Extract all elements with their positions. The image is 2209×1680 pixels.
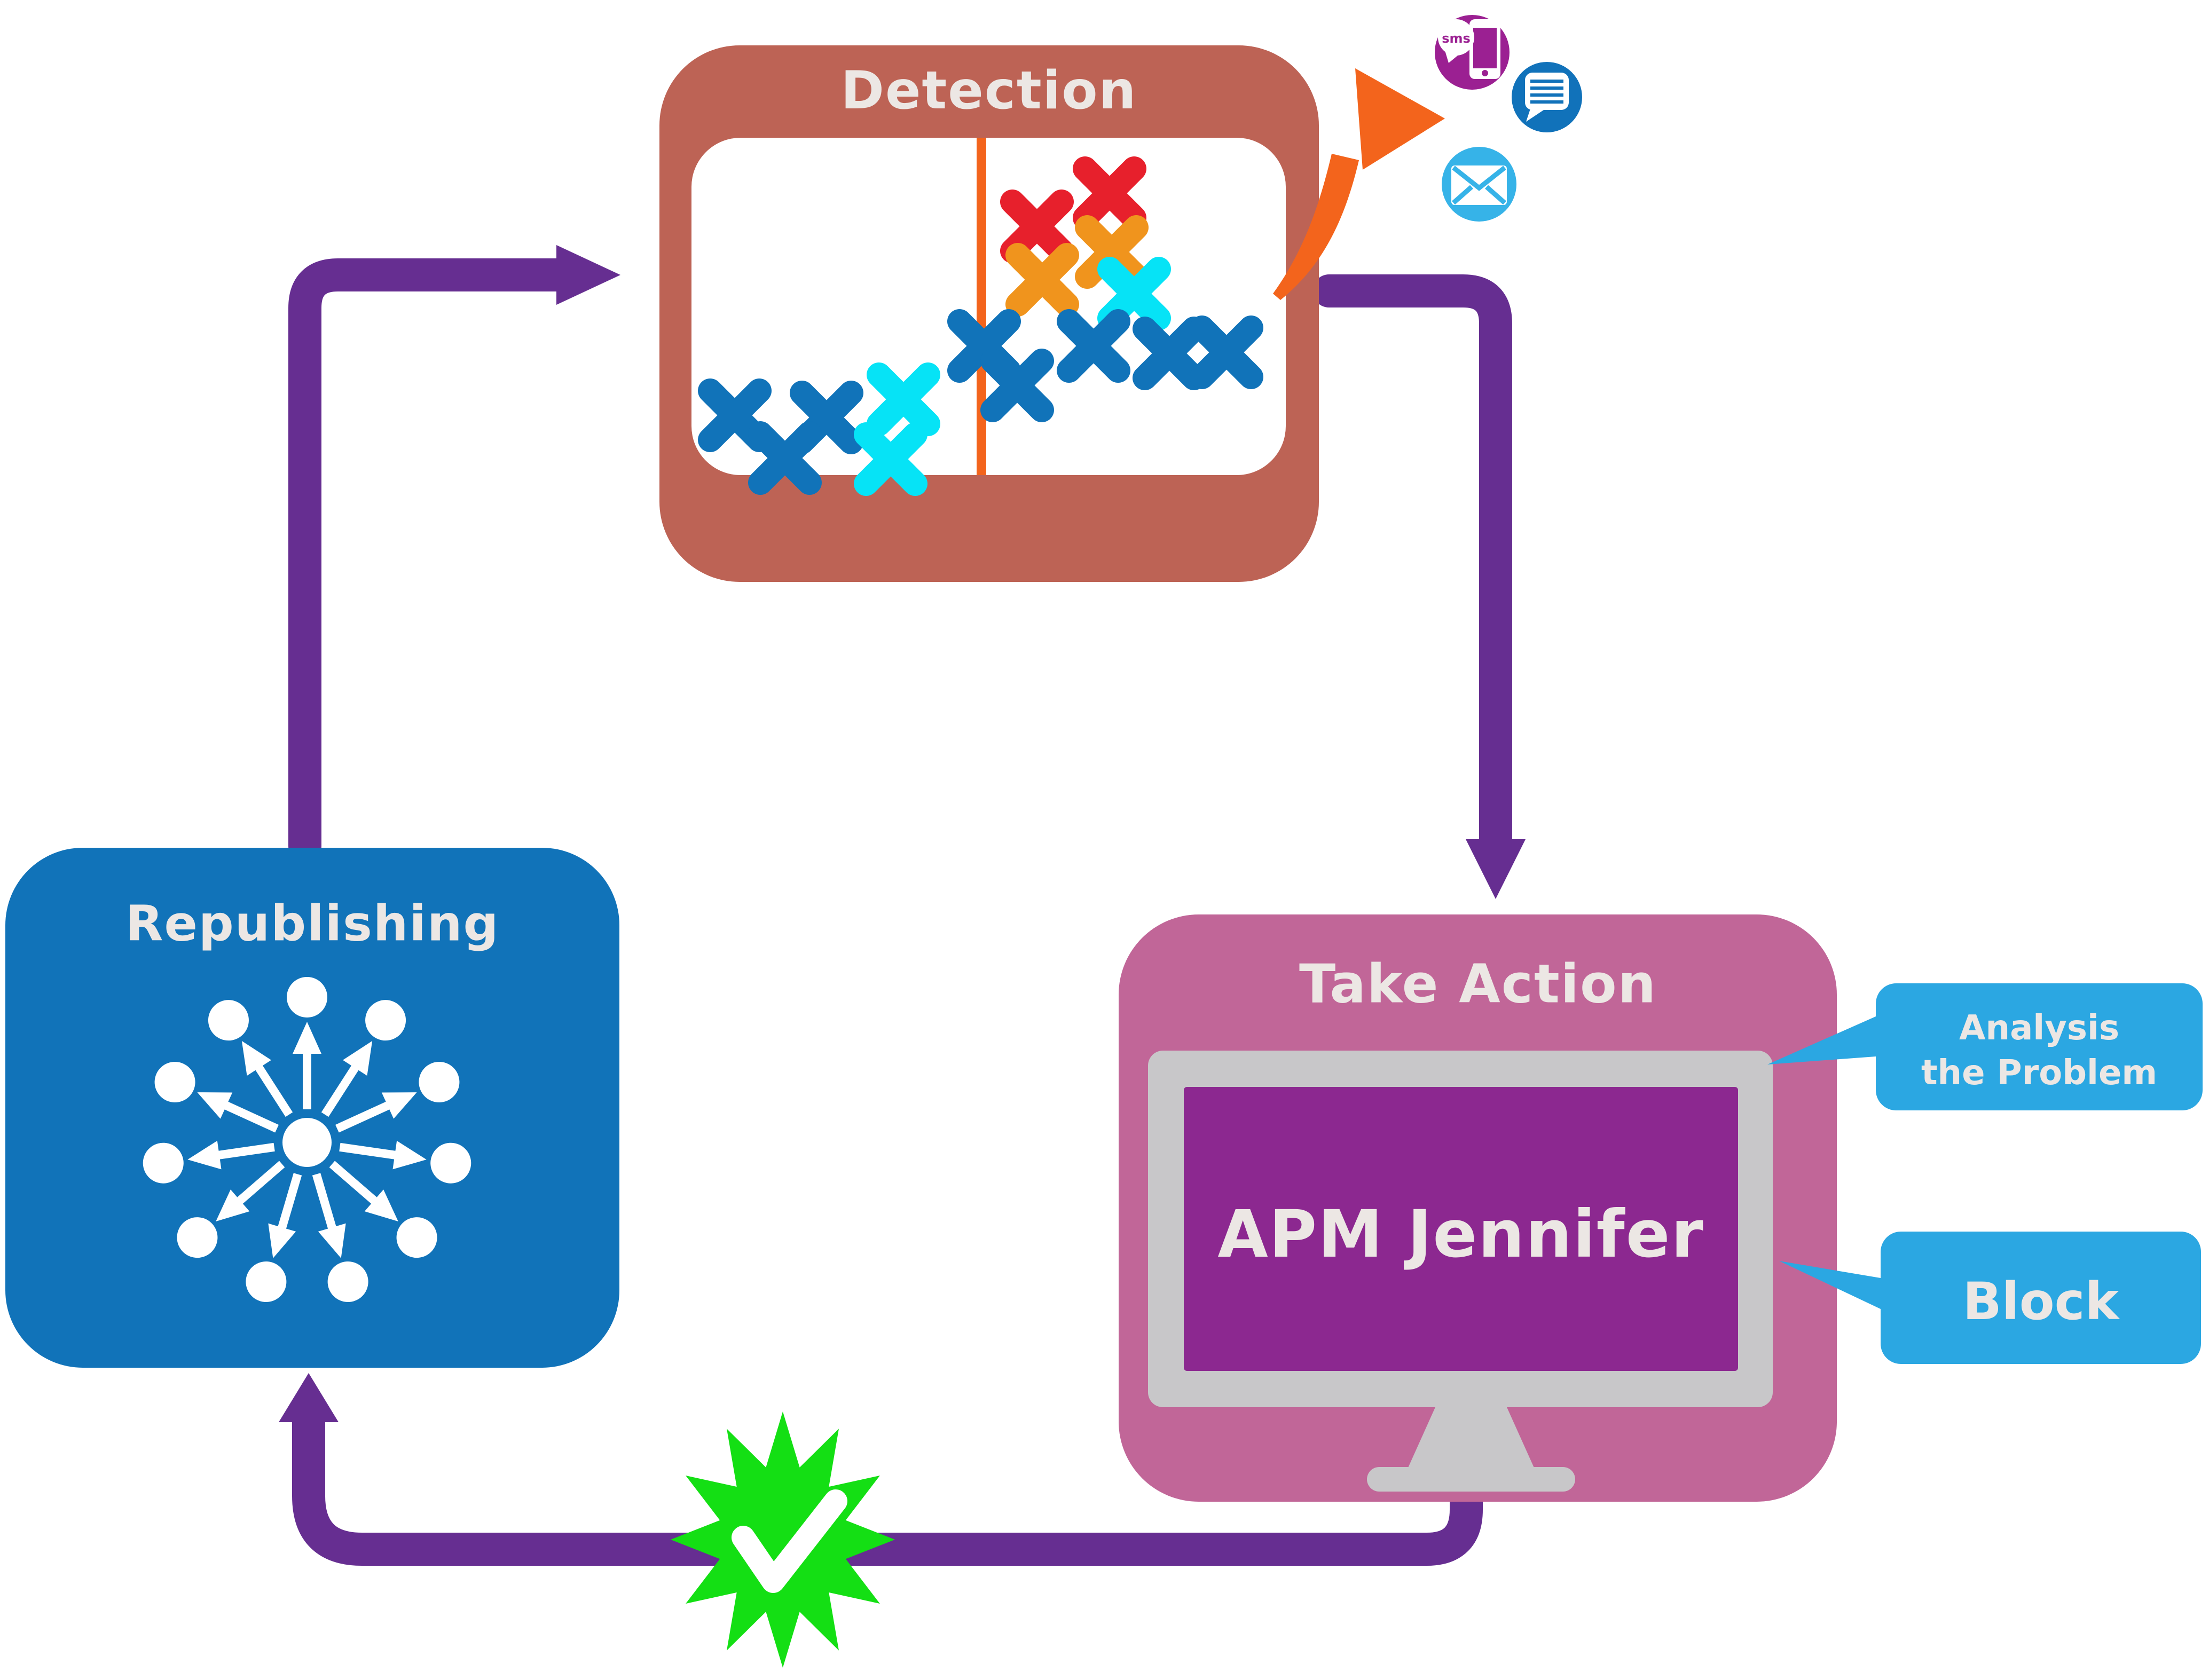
sms-label: sms: [1442, 31, 1471, 46]
chat-bubble-tail: [1526, 106, 1545, 122]
callout-analysis-line1: Analysis: [1959, 1008, 2119, 1048]
hub-spoke: [329, 1161, 437, 1258]
hub-spoke: [321, 1000, 406, 1117]
channel-chat: [1512, 62, 1582, 132]
hub-spoke: [177, 1161, 285, 1258]
screen-text: APM Jennifer: [1217, 1196, 1704, 1272]
hub-spoke: [246, 1173, 302, 1302]
hub-spoke: [208, 1000, 293, 1117]
starburst-icon: [671, 1411, 895, 1668]
hub-spoke: [335, 1062, 460, 1133]
phone-screen: [1473, 28, 1497, 68]
success-badge: [671, 1411, 895, 1668]
channel-email: [1442, 147, 1516, 222]
detection-box: Detection: [659, 45, 1319, 582]
arrow-shaft: [1312, 274, 1512, 856]
arrow-head-up-icon: [279, 1373, 339, 1422]
take-action-title: Take Action: [1299, 953, 1657, 1015]
scatter-x-mark: [760, 433, 809, 483]
monitor-stand-neck: [1406, 1407, 1536, 1471]
scatter-plot-canvas: [691, 138, 1286, 475]
phone-home-dot: [1482, 70, 1488, 76]
scatter-divider-line: [977, 138, 986, 475]
scatter-x-mark: [1069, 321, 1118, 370]
republishing-box: Republishing: [5, 848, 619, 1368]
hub-spoke: [339, 1140, 471, 1184]
callout-analysis: Analysis the Problem: [1767, 983, 2203, 1110]
arrow-shaft: [288, 258, 573, 863]
scatter-x-mark: [1202, 328, 1251, 377]
monitor-stand-base: [1367, 1467, 1575, 1492]
callout-block: Block: [1779, 1232, 2201, 1364]
swoosh-tail: [1273, 154, 1359, 300]
chat-bubble-icon: [1525, 73, 1569, 110]
broadcast-hub-icon: [143, 977, 471, 1302]
arrow-shaft: [292, 1406, 1483, 1566]
hub-spoke: [154, 1062, 279, 1133]
monitor-screen: [1184, 1087, 1738, 1371]
email-fold-right: [1485, 185, 1506, 205]
checkmark-icon: [732, 1489, 847, 1593]
chat-text-lines: [1530, 80, 1563, 104]
swoosh-head: [1355, 68, 1445, 170]
flow-arrow-take-action-to-republishing: [279, 1373, 1483, 1566]
detection-title: Detection: [841, 60, 1137, 121]
republishing-panel: [5, 848, 619, 1368]
scatter-x-mark: [879, 375, 928, 424]
email-fold-left: [1452, 185, 1473, 205]
channel-sms: sms: [1435, 15, 1510, 90]
callout-block-label: Block: [1963, 1272, 2120, 1331]
hub-spoke: [287, 977, 327, 1109]
callout-analysis-line2: the Problem: [1921, 1053, 2157, 1093]
scatter-x-mark: [993, 361, 1042, 410]
flow-arrow-detection-to-take-action: [1312, 274, 1526, 899]
callout-bubble: [1881, 1232, 2201, 1364]
flow-arrow-republishing-to-detection: [288, 245, 620, 863]
republishing-title: Republishing: [125, 895, 500, 952]
hub-spoke: [143, 1140, 275, 1184]
sms-bubble-tail: [1444, 47, 1461, 63]
arrow-head-down-icon: [1466, 839, 1526, 899]
callout-pointer: [1779, 1261, 1881, 1309]
notify-swoosh-arrow-icon: [1273, 68, 1445, 300]
hub-center-dot: [282, 1118, 332, 1167]
scatter-x-mark: [1018, 255, 1067, 304]
take-action-box: Take Action APM Jennifer: [1119, 914, 1837, 1502]
scatter-x-mark: [1085, 169, 1134, 218]
callout-bubble: [1876, 983, 2203, 1110]
sms-bubble: [1438, 19, 1474, 56]
callout-pointer: [1767, 1016, 1876, 1064]
scatter-x-mark: [1145, 329, 1194, 378]
email-flap: [1452, 165, 1506, 191]
scatter-x-mark: [866, 435, 915, 484]
arrow-head-right-icon: [556, 245, 620, 305]
hub-spoke: [312, 1173, 368, 1302]
